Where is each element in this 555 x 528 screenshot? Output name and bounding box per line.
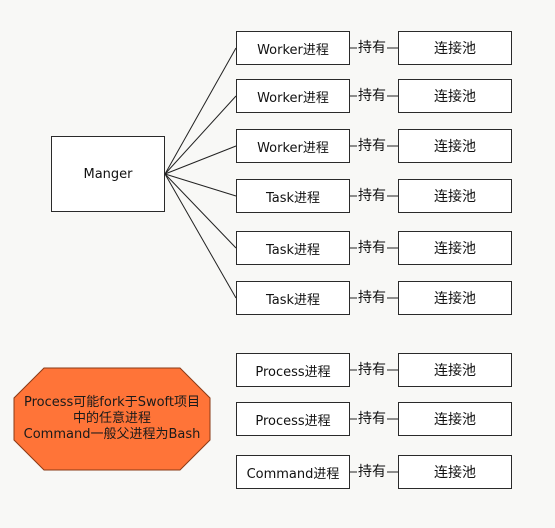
connection-pool-box: 连接池	[398, 231, 512, 265]
process-label: Task进程	[265, 242, 321, 258]
manager-connector	[164, 145, 237, 175]
process-box: Worker进程	[236, 129, 350, 163]
manager-connector	[164, 47, 237, 175]
connection-pool-box: 连接池	[398, 79, 512, 113]
manager-connector	[164, 95, 237, 175]
process-box: Task进程	[236, 281, 350, 315]
connection-pool-label: 连接池	[434, 465, 476, 481]
connection-pool-label: 连接池	[434, 89, 476, 105]
process-label: Task进程	[265, 292, 321, 308]
connection-pool-box: 连接池	[398, 455, 512, 489]
process-label: Worker进程	[257, 42, 329, 58]
holds-label: 持有	[357, 290, 387, 306]
process-box: Task进程	[236, 179, 350, 213]
manager-label: Manger	[83, 166, 133, 182]
connection-pool-label: 连接池	[434, 241, 476, 257]
process-label: Process进程	[255, 413, 331, 429]
connection-pool-label: 连接池	[434, 291, 476, 307]
process-box: Worker进程	[236, 31, 350, 65]
note-line: 中的任意进程	[72, 411, 151, 426]
process-box: Task进程	[236, 231, 350, 265]
note-line: Process可能fork于Swoft项目	[23, 395, 200, 410]
process-label: Task进程	[265, 190, 321, 206]
process-label: Process进程	[255, 364, 331, 380]
note-text: Process可能fork于Swoft项目 中的任意进程 Command一般父进…	[14, 368, 210, 470]
process-label: Command进程	[246, 466, 340, 482]
holds-label: 持有	[357, 40, 387, 56]
process-box: Process进程	[236, 402, 350, 436]
note-line: Command一般父进程为Bash	[23, 427, 201, 442]
manager-connector	[164, 173, 237, 299]
connection-pool-box: 连接池	[398, 179, 512, 213]
manager-connector	[164, 173, 237, 197]
connection-pool-box: 连接池	[398, 402, 512, 436]
connection-pool-box: 连接池	[398, 353, 512, 387]
process-label: Worker进程	[257, 90, 329, 106]
process-box: Process进程	[236, 353, 350, 387]
holds-label: 持有	[357, 464, 387, 480]
connection-pool-box: 连接池	[398, 281, 512, 315]
connection-pool-box: 连接池	[398, 129, 512, 163]
holds-label: 持有	[357, 188, 387, 204]
note-octagon	[13, 367, 211, 471]
connection-pool-label: 连接池	[434, 189, 476, 205]
holds-label: 持有	[357, 411, 387, 427]
holds-label: 持有	[357, 138, 387, 154]
holds-label: 持有	[357, 240, 387, 256]
connection-pool-label: 连接池	[434, 363, 476, 379]
manager-box: Manger	[51, 136, 165, 212]
holds-label: 持有	[357, 362, 387, 378]
manager-connector	[164, 173, 237, 249]
process-label: Worker进程	[257, 140, 329, 156]
connection-pool-label: 连接池	[434, 41, 476, 57]
process-box: Worker进程	[236, 79, 350, 113]
process-box: Command进程	[236, 455, 350, 489]
connection-pool-box: 连接池	[398, 31, 512, 65]
connection-pool-label: 连接池	[434, 139, 476, 155]
holds-label: 持有	[357, 88, 387, 104]
connection-pool-label: 连接池	[434, 412, 476, 428]
